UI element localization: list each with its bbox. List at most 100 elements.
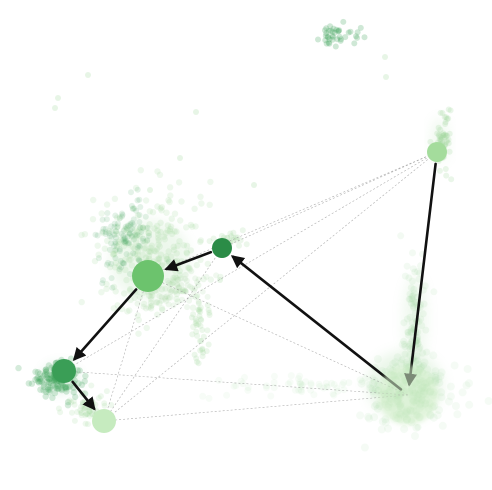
cloud-point [331, 29, 338, 36]
cloud-point [123, 226, 130, 234]
cloud-point [64, 398, 72, 406]
cloud-point [410, 285, 418, 293]
cloud-point [443, 132, 450, 139]
cloud-point [126, 252, 134, 259]
cloud-point [134, 232, 141, 239]
dashed-link [103, 151, 438, 422]
cloud-point [414, 340, 422, 348]
cloud-point [64, 402, 72, 409]
cloud-point [434, 130, 441, 137]
cloud-point [108, 275, 115, 282]
cloud-point [401, 272, 409, 280]
cloud-point [360, 443, 369, 452]
cloud-point [75, 380, 82, 387]
cloud-point [166, 198, 173, 206]
cloud-point [157, 219, 164, 226]
cloud-point [405, 342, 413, 350]
cloud-point [164, 222, 172, 229]
cloud-point [112, 239, 119, 245]
cloud-point [323, 40, 330, 47]
cloud-point [148, 302, 155, 309]
cloud-point [462, 381, 471, 390]
cloud-point [173, 228, 180, 235]
cloud-point [148, 296, 155, 303]
cloud-point [122, 238, 129, 244]
cloud-point [36, 375, 43, 383]
cloud-point [107, 233, 113, 240]
cloud-point [369, 379, 378, 388]
cloud-point [166, 184, 174, 191]
cloud-point [42, 388, 50, 396]
cloud-point [112, 240, 119, 247]
cloud-point [199, 392, 207, 400]
cloud-point [113, 230, 120, 238]
cloud-point [146, 208, 153, 215]
cloud-point [327, 27, 334, 34]
cloud-point [443, 172, 450, 179]
cloud-point [94, 232, 101, 239]
cloud-point [370, 402, 379, 411]
cloud-point [167, 294, 174, 301]
cloud-point [406, 290, 414, 298]
cloud-point [135, 256, 143, 263]
cloud-point [419, 310, 427, 318]
cloud-point [176, 284, 183, 291]
cloud-point [335, 28, 342, 35]
cloud-point [192, 320, 199, 327]
cloud-point [193, 355, 200, 362]
cloud-point [177, 288, 184, 295]
cloud-point [174, 281, 181, 288]
cloud-point [183, 288, 190, 295]
cloud-point [108, 240, 115, 247]
cloud-point [140, 224, 146, 231]
cloud-point [435, 124, 442, 131]
cloud-point [408, 277, 416, 285]
cloud-point [465, 400, 474, 409]
cloud-point [158, 297, 165, 304]
cloud-point [445, 397, 453, 406]
cloud-point [99, 229, 106, 237]
cloud-point [78, 381, 86, 388]
cloud-point [112, 212, 119, 219]
cloud-point [167, 281, 174, 288]
cloud-point [129, 243, 136, 251]
cloud-point [40, 383, 48, 390]
cloud-point [442, 166, 449, 172]
cloud-point [118, 230, 125, 237]
cloud-point [129, 233, 136, 241]
cloud-point [191, 351, 198, 358]
cloud-point [45, 386, 52, 393]
cloud-point [145, 229, 152, 237]
cloud-point [119, 213, 126, 220]
cloud-point [445, 136, 452, 143]
cloud-point [131, 205, 138, 212]
cloud-point [173, 250, 180, 257]
cloud-point [207, 178, 214, 186]
cloud-point [154, 231, 162, 238]
cloud-point [157, 228, 164, 236]
cloud-point [81, 231, 89, 238]
cloud-point [193, 328, 200, 335]
cloud-point [86, 412, 93, 419]
cloud-point [443, 132, 450, 139]
cloud-point [154, 168, 161, 175]
cloud-point [232, 382, 240, 390]
cloud-point [68, 399, 75, 406]
cloud-point [180, 242, 188, 249]
cloud-point [121, 260, 128, 267]
cloud-point [55, 385, 62, 392]
cloud-point [133, 232, 140, 239]
trajectory-arrow [71, 380, 96, 411]
cloud-point [191, 287, 197, 294]
cloud-point [99, 228, 106, 235]
cluster-node [427, 142, 447, 162]
cloud-point [120, 260, 127, 267]
cloud-point [205, 307, 212, 313]
cloud-point [125, 241, 132, 248]
cloud-point [243, 241, 250, 248]
cloud-point [62, 384, 69, 391]
cloud-point [195, 276, 202, 283]
cloud-point [102, 225, 109, 232]
cloud-point [190, 311, 197, 318]
cloud-point [353, 33, 359, 40]
